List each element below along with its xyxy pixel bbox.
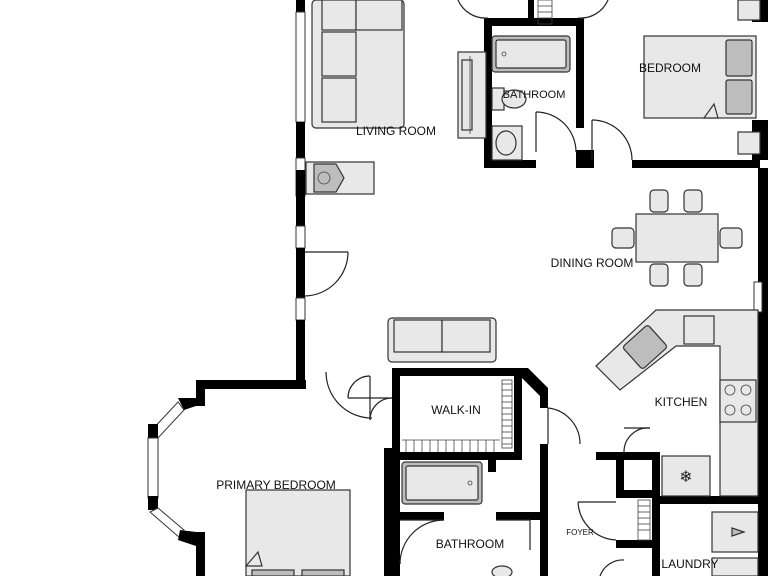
washer [711,511,759,576]
top-sink [491,125,523,161]
label-walk-in: WALK-IN [431,403,481,417]
foyer-shelf [637,499,651,541]
fireplace [305,161,375,195]
walk-in-shelf-right [501,379,513,449]
top-bathtub [491,35,571,73]
walk-in-shelf-bottom [402,439,500,452]
nightstand [737,131,761,155]
dining-table [611,189,743,287]
doors [304,0,651,576]
label-bathroom-bottom: BATHROOM [436,537,504,551]
bottom-toilet [491,565,513,576]
label-bedroom: BEDROOM [639,61,701,75]
top-shelf [537,0,553,25]
nightstand [737,0,761,21]
label-living-room: LIVING ROOM [356,124,436,138]
label-primary-bedroom: PRIMARY BEDROOM [216,478,336,492]
bedroom-bed [643,35,757,119]
top-toilet [491,87,527,111]
snowflake-icon: ❄ [679,467,692,486]
label-laundry: LAUNDRY [661,557,718,571]
bottom-bathtub [401,461,483,505]
tv-console [457,51,487,139]
label-foyer: FOYER [566,528,594,537]
label-dining-room: DINING ROOM [551,256,634,270]
bottom-sofa [387,317,497,363]
kitchen-counter: ❄ [595,309,759,497]
primary-bed [244,489,351,576]
label-bathroom-top: BATHROOM [503,89,566,101]
label-kitchen: KITCHEN [655,395,708,409]
living-sofa [311,0,405,129]
